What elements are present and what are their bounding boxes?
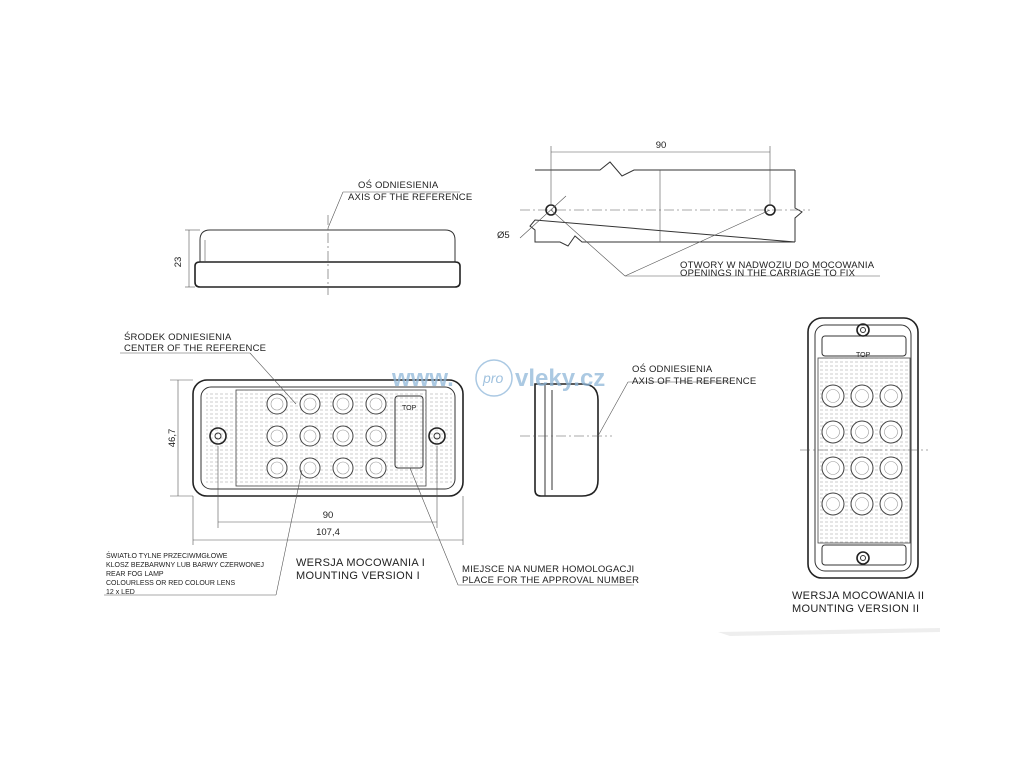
dim-hole-spacing-label: 90	[656, 140, 667, 151]
lamp-desc-line2: KLOSZ BEZBARWNY LUB BARWY CZERWONEJ	[106, 562, 264, 569]
dim-hole-diameter-label: Ø5	[497, 230, 510, 241]
led	[879, 456, 903, 480]
watermark-left: www.	[391, 365, 454, 392]
lamp-desc-line5: 12 x LED	[106, 589, 135, 596]
side-view-top: 23 OŚ ODNIESIENIA AXIS OF THE REFERENCE	[173, 179, 472, 295]
led	[821, 456, 845, 480]
led	[365, 457, 387, 479]
led	[879, 384, 903, 408]
approval-label-en: PLACE FOR THE APPROVAL NUMBER	[462, 575, 639, 586]
led	[266, 425, 288, 447]
version2-label-en: MOUNTING VERSION II	[792, 603, 919, 615]
led	[879, 492, 903, 516]
led	[850, 456, 874, 480]
led	[879, 420, 903, 444]
led	[821, 492, 845, 516]
watermark-right: vleky.cz	[515, 365, 605, 392]
led	[299, 457, 321, 479]
watermark-pro-circle	[475, 359, 513, 397]
led	[332, 457, 354, 479]
center-label-en: CENTER OF THE REFERENCE	[124, 343, 266, 354]
led	[850, 384, 874, 408]
led	[850, 420, 874, 444]
version2-label-pl: WERSJA MOCOWANIA II	[792, 590, 924, 602]
version1-label-en: MOUNTING VERSION I	[296, 570, 420, 582]
axis-label-en-side: AXIS OF THE REFERENCE	[632, 376, 756, 387]
front-hole-right	[428, 427, 446, 445]
led-grid-v1	[266, 393, 387, 479]
approval-label-pl: MIEJSCE NA NUMER HOMOLOGACJI	[462, 564, 634, 575]
dim-height-label: 23	[173, 257, 184, 268]
led	[821, 384, 845, 408]
dim-holes-front-label: 90	[323, 510, 334, 521]
lens-area-v1	[235, 389, 427, 487]
top-marker-v2: TOP	[856, 352, 871, 359]
led	[299, 425, 321, 447]
led	[332, 393, 354, 415]
led	[266, 393, 288, 415]
led	[299, 393, 321, 415]
openings-label-pl: OTWORY W NADWOZIU DO MOCOWANIA	[680, 260, 875, 271]
led	[365, 393, 387, 415]
led-grid-v2	[821, 384, 903, 516]
v2-hole-bottom	[856, 551, 870, 565]
lamp-desc-line4: COLOURLESS OR RED COLOUR LENS	[106, 580, 235, 587]
top-marker-front: TOP	[402, 405, 417, 412]
led	[850, 492, 874, 516]
side-profile-view: OŚ ODNIESIENIA AXIS OF THE REFERENCE	[520, 363, 756, 497]
version1-label-pl: WERSJA MOCOWANIA I	[296, 557, 425, 569]
watermark-pro: pro	[482, 370, 503, 386]
decorative-swoosh	[718, 628, 940, 636]
axis-label-pl-top: OŚ ODNIESIENIA	[358, 179, 439, 191]
front-view-version-2: TOP WERSJA MOCOWANIA II MOUNTING VERSION…	[792, 317, 928, 615]
front-hole-left	[209, 427, 227, 445]
watermark: www. pro vleky.cz	[391, 359, 605, 397]
lamp-desc-line1: ŚWIATŁO TYLNE PRZECIWMGŁOWE	[106, 551, 228, 560]
dim-length-front-label: 107,4	[316, 527, 340, 538]
led	[266, 457, 288, 479]
approval-number-plate	[394, 395, 424, 469]
axis-label-pl-side: OŚ ODNIESIENIA	[632, 363, 713, 375]
axis-label-en-top: AXIS OF THE REFERENCE	[348, 192, 472, 203]
led	[365, 425, 387, 447]
front-view-version-1: TOP 46,7 90 107,4 ŚRODEK ODNIESIENIA C	[104, 331, 639, 596]
lamp-desc-line3: REAR FOG LAMP	[106, 571, 164, 578]
dim-width-front-label: 46,7	[167, 429, 178, 448]
hole-spacing-detail: 90 Ø5 OTWORY W NADWOZIU DO MOCOWANIA OPE…	[497, 140, 880, 279]
led	[332, 425, 354, 447]
openings-label-en: OPENINGS IN THE CARRIAGE TO FIX	[680, 268, 856, 279]
v2-hole-top	[856, 323, 870, 337]
center-label-pl: ŚRODEK ODNIESIENIA	[124, 331, 232, 343]
led	[821, 420, 845, 444]
